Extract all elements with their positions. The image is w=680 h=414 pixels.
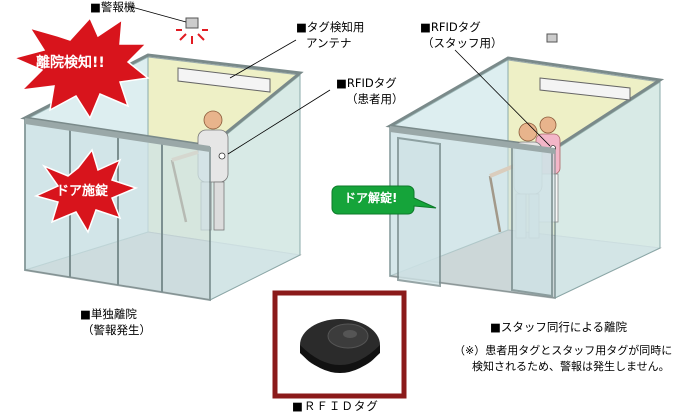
patient-tag-label-2: （患者用） xyxy=(346,92,404,106)
staff-tag-label-1: ■RFIDタグ xyxy=(420,20,481,34)
patient-tag-left xyxy=(218,152,226,160)
note-line-2: 検知されるため、警報は発生しません。 xyxy=(472,360,670,373)
rfid-tag-device xyxy=(300,319,380,373)
antenna-label-2: アンテナ xyxy=(306,36,352,50)
antenna-left xyxy=(177,67,271,93)
door-locked-text: ドア施錠 xyxy=(56,184,109,199)
staff-tag-label-2: （スタッフ用） xyxy=(422,36,503,50)
accompanied-escape-label: ■スタッフ同行による離院 xyxy=(490,320,628,334)
note-line-1: （※）患者用タグとスタッフ用タグが同時に xyxy=(454,344,673,357)
antenna-right xyxy=(539,77,631,101)
alarm-icon-right xyxy=(546,33,558,43)
escape-detected-burst xyxy=(11,16,150,120)
rfid-tag-frame xyxy=(272,290,407,399)
door-unlocked-bubble xyxy=(331,185,437,215)
alarm-icon xyxy=(176,17,208,44)
antenna-label-1: ■タグ検知用 xyxy=(296,20,365,34)
door-locked-burst xyxy=(33,148,139,234)
door-unlocked-text: ドア解錠! xyxy=(344,191,398,205)
escape-detected-text: 離院検知!! xyxy=(36,55,105,71)
patient-tag-label-1: ■RFIDタグ xyxy=(336,76,397,90)
right-gate-scene xyxy=(385,33,665,300)
alone-escape-label-1: ■単独離院 xyxy=(80,307,137,321)
alarm-label: ■警報機 xyxy=(90,0,136,14)
rfid-tag-caption: ■ＲＦＩＤタグ xyxy=(292,399,379,413)
alone-escape-label-2: （警報発生） xyxy=(82,323,151,337)
